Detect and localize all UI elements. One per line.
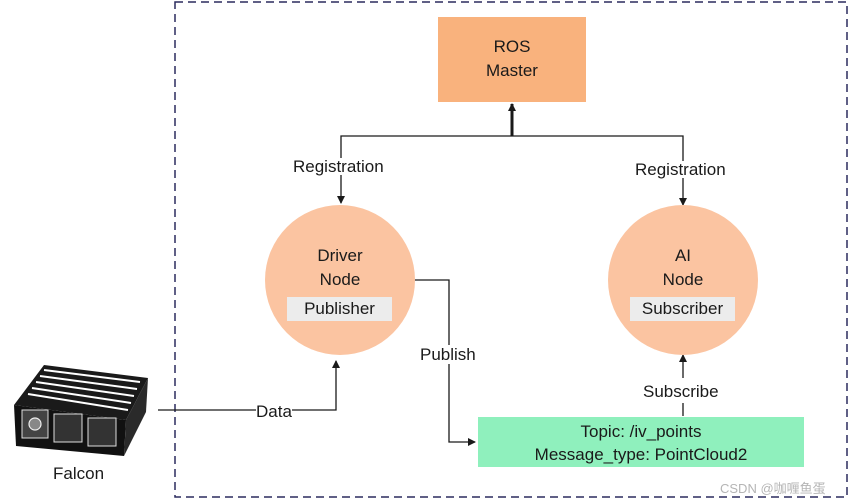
data-label: Data: [256, 402, 292, 421]
topic-name: Topic: /iv_points: [580, 422, 702, 441]
registration-left-label: Registration: [293, 157, 384, 176]
ai-node-line2: Node: [662, 270, 704, 289]
driver-node-line2: Node: [319, 270, 361, 289]
registration-right-label: Registration: [635, 160, 726, 179]
falcon-lidar-icon: [14, 365, 148, 456]
ai-node-line1: AI: [674, 246, 692, 265]
driver-node-title: Driver Node: [265, 244, 415, 292]
ai-node-circle: [608, 205, 758, 355]
topic-message-type: Message_type: PointCloud2: [534, 445, 748, 464]
ros-master-line1: ROS: [493, 37, 531, 56]
data-connector: [158, 360, 340, 411]
publish-label: Publish: [420, 345, 476, 364]
topic-box: Topic: /iv_points Message_type: PointClo…: [478, 417, 804, 467]
ros-master-box: ROS Master: [438, 17, 586, 102]
ai-node-title: AI Node: [608, 244, 758, 292]
subscriber-badge: Subscriber: [630, 297, 735, 321]
ros-master-line2: Master: [486, 61, 538, 80]
ros-boundary: [174, 1, 848, 498]
subscribe-label: Subscribe: [643, 382, 719, 401]
falcon-label: Falcon: [53, 464, 105, 483]
publisher-badge: Publisher: [287, 297, 392, 321]
driver-node-line1: Driver: [317, 246, 363, 265]
watermark: CSDN @咖喱鱼蛋: [720, 481, 826, 496]
registration-bracket: [340, 135, 684, 178]
driver-node-circle: [265, 205, 415, 355]
